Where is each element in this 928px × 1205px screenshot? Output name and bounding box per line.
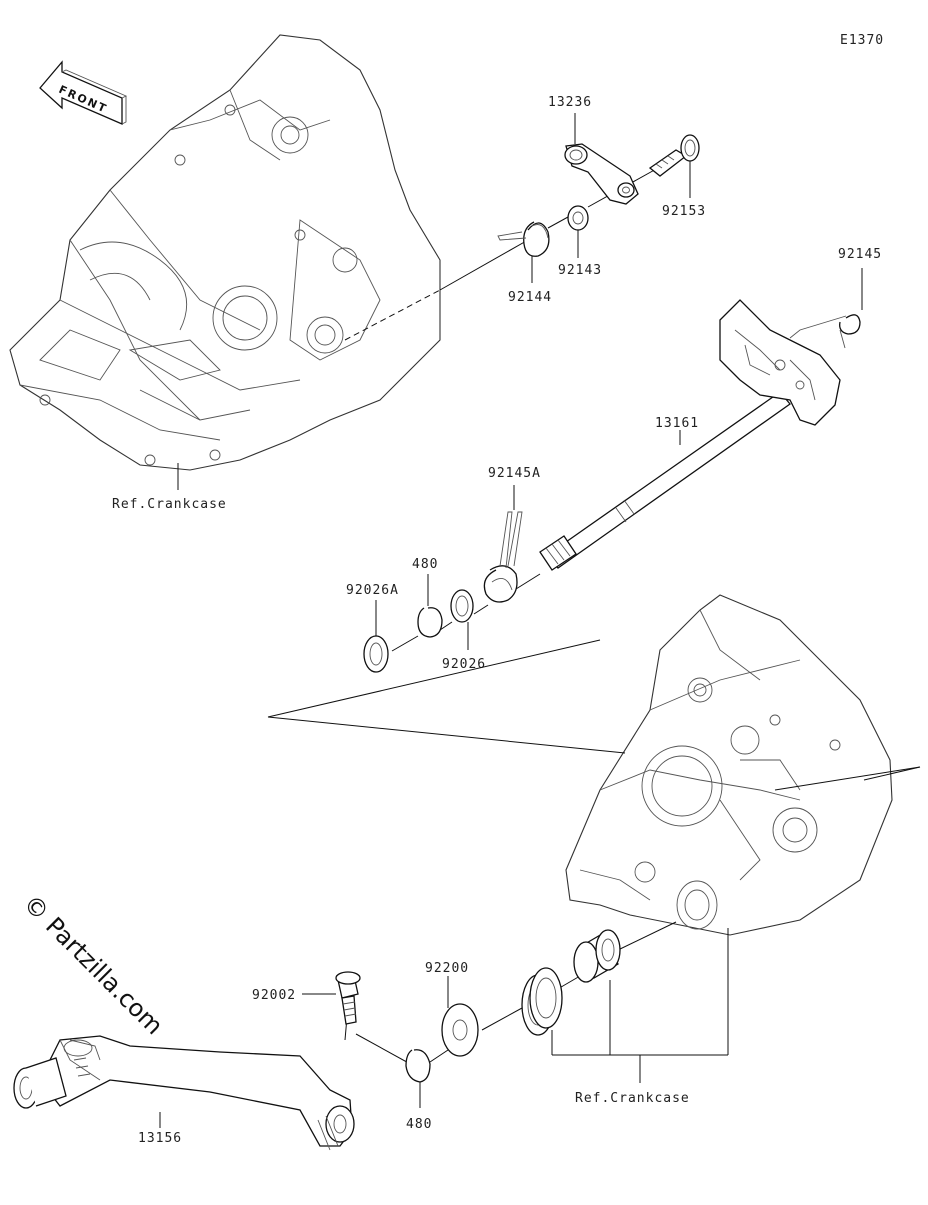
label-92200: 92200 bbox=[425, 961, 469, 976]
part-92145-spring bbox=[789, 314, 861, 349]
part-92026A-washer bbox=[363, 635, 389, 673]
part-92153-bolt bbox=[648, 134, 700, 177]
watermark: © Partzilla.com bbox=[18, 889, 169, 1040]
label-92143: 92143 bbox=[558, 263, 602, 278]
part-oil-seal bbox=[521, 967, 563, 1036]
crankcase-left-half bbox=[9, 34, 441, 471]
label-480-lower: 480 bbox=[406, 1117, 432, 1132]
part-13156-shift-pedal bbox=[13, 1035, 355, 1151]
label-92145: 92145 bbox=[838, 247, 882, 262]
part-480-circlip-lower bbox=[405, 1049, 431, 1083]
label-13156: 13156 bbox=[138, 1131, 182, 1146]
label-92145A: 92145A bbox=[488, 466, 541, 481]
label-480-upper: 480 bbox=[412, 557, 438, 572]
part-13236-link bbox=[564, 143, 639, 205]
part-92145A-spring bbox=[483, 511, 523, 603]
front-arrow-icon: FRONT bbox=[39, 60, 128, 125]
part-92002-bolt bbox=[335, 971, 361, 1025]
label-13161: 13161 bbox=[655, 416, 699, 431]
label-92002: 92002 bbox=[252, 988, 296, 1003]
label-13236: 13236 bbox=[548, 95, 592, 110]
part-needle-bearing bbox=[573, 929, 621, 983]
ref-crankcase-top-label: Ref.Crankcase bbox=[112, 497, 227, 512]
label-92026A: 92026A bbox=[346, 583, 399, 598]
part-480-circlip-upper bbox=[417, 607, 443, 638]
diagram-code: E1370 bbox=[840, 33, 884, 48]
ref-crankcase-bottom-label: Ref.Crankcase bbox=[575, 1091, 690, 1106]
part-92200-washer bbox=[441, 1003, 479, 1057]
part-92144-spring bbox=[497, 221, 550, 257]
label-92026: 92026 bbox=[442, 657, 486, 672]
label-92153: 92153 bbox=[662, 204, 706, 219]
part-13161-shift-shaft bbox=[539, 299, 841, 571]
crankcase-right-half bbox=[565, 594, 893, 936]
part-92143-collar bbox=[567, 205, 589, 231]
part-92026-washer bbox=[450, 589, 474, 623]
label-92144: 92144 bbox=[508, 290, 552, 305]
